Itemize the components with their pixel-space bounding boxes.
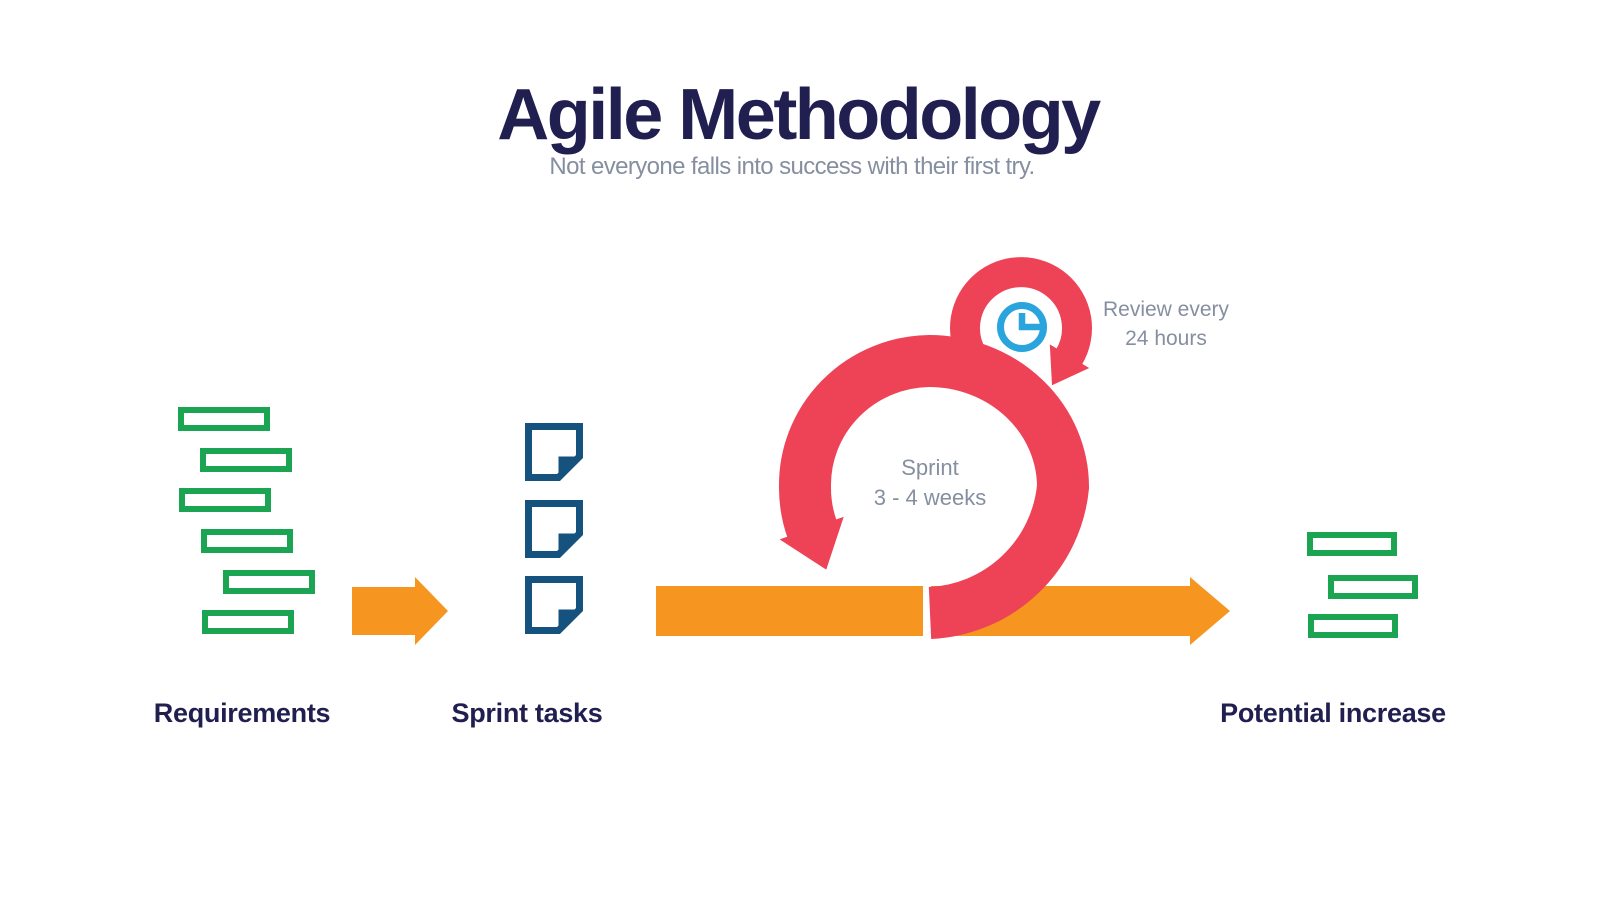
sprint-cycle-line2: 3 - 4 weeks: [873, 485, 987, 510]
note-icon: [525, 500, 583, 558]
review-loop-line2: 24 hours: [1125, 327, 1207, 350]
increment-bar: [1307, 532, 1397, 556]
review-loop-line1: Review every: [1102, 298, 1230, 321]
increment-bars-icon: [1307, 532, 1418, 638]
increment-bar: [1308, 614, 1398, 638]
backlog-bar: [201, 529, 293, 553]
page-title: Agile Methodology: [497, 75, 1101, 155]
sprint-cycle-annotation: Sprint 3 - 4 weeks: [874, 453, 987, 513]
stage-label-potential-increase: Potential increase: [1220, 698, 1446, 728]
right-arrow-icon: [352, 577, 448, 645]
note-icon: [525, 423, 583, 481]
backlog-bar: [200, 448, 292, 472]
stage-label-requirements: Requirements: [153, 698, 331, 728]
sprint-cycle-line1: Sprint: [901, 455, 959, 480]
backlog-bars-icon: [178, 407, 315, 634]
sprint-loop-arrow-icon: [779, 334, 1090, 639]
review-loop-annotation: Review every 24 hours: [1103, 295, 1229, 353]
flow-bar: [656, 586, 923, 636]
backlog-bar: [179, 488, 271, 512]
note-icon: [525, 576, 583, 634]
backlog-bar: [178, 407, 270, 431]
review-loop-arrow-icon: [950, 257, 1092, 386]
page-subtitle: Not everyone falls into success with the…: [549, 153, 1035, 180]
note-icons: [525, 423, 583, 634]
stage-label-sprint-tasks: Sprint tasks: [451, 698, 603, 728]
increment-bar: [1328, 575, 1418, 599]
clock-icon: [997, 302, 1047, 352]
backlog-bar: [223, 570, 315, 594]
backlog-bar: [202, 610, 294, 634]
